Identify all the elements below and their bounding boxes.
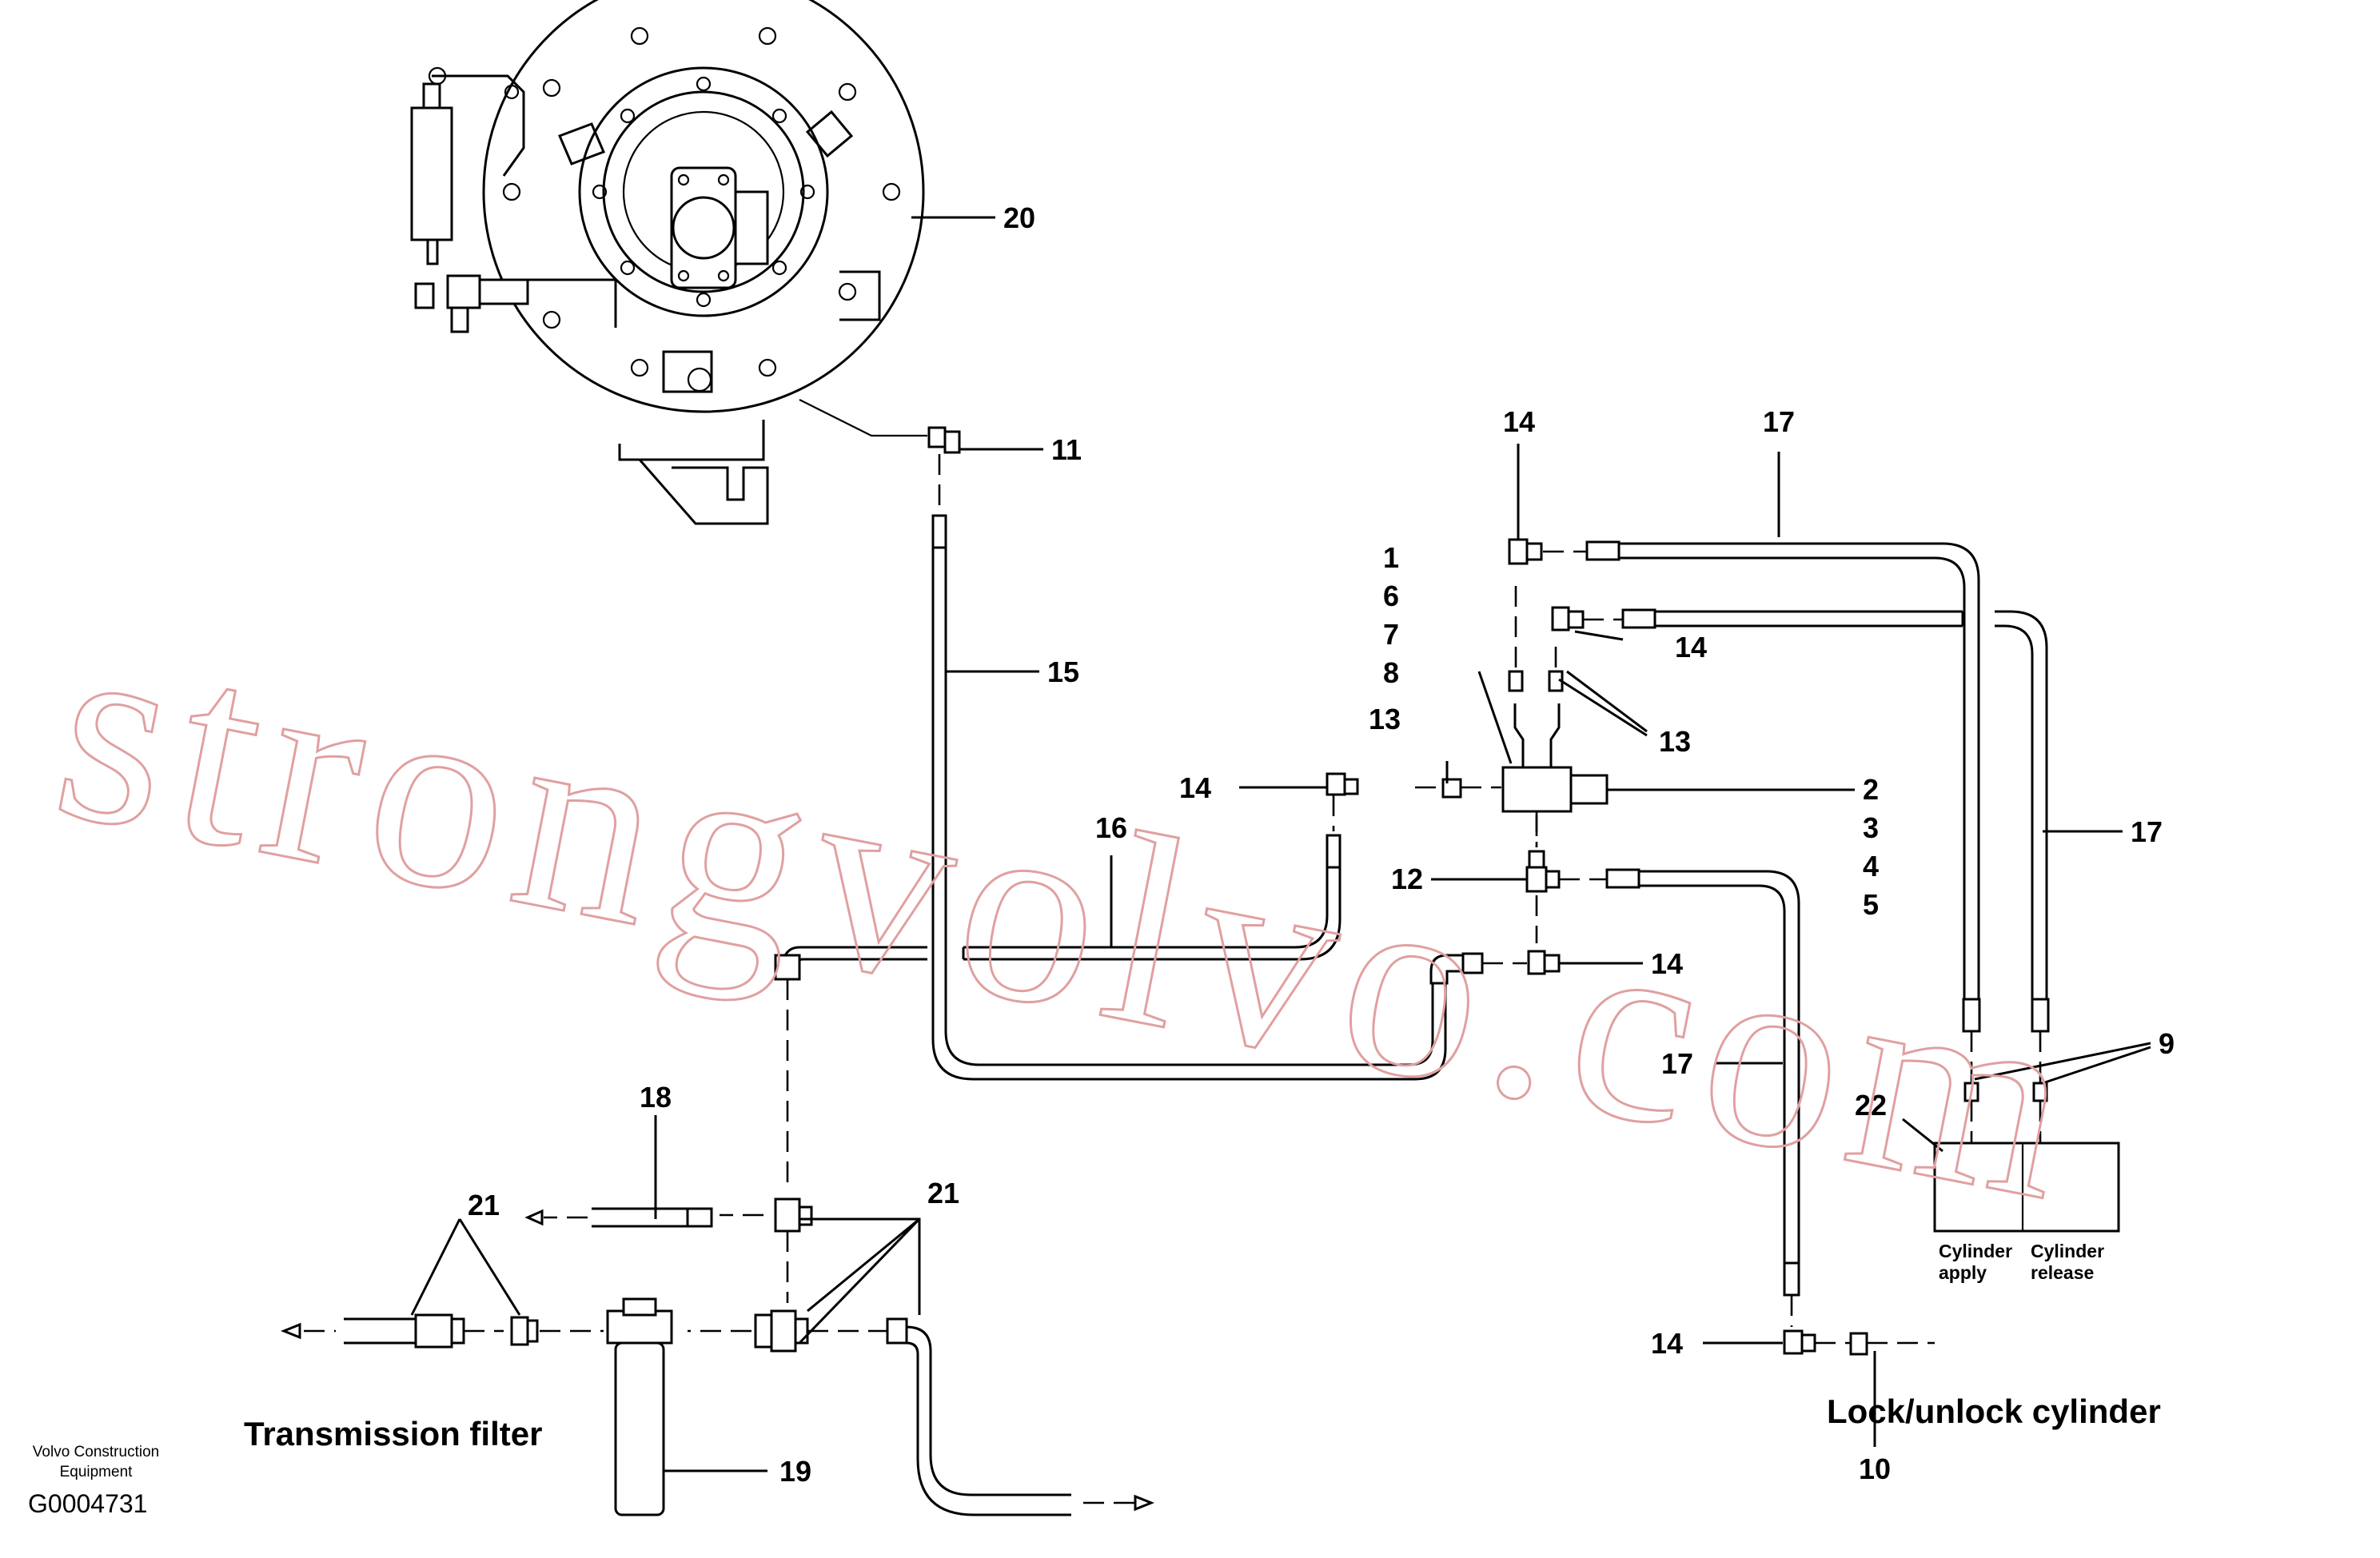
callout-3: 3 [1863,811,1879,844]
callout-11: 11 [1051,433,1082,466]
tee-fitting-12 [1525,866,1548,893]
callout-13-left: 13 [1369,703,1401,735]
callout-14-bottom: 14 [1651,1327,1683,1360]
valve-block [1501,766,1573,813]
cylinder-apply-label-2: apply [1939,1262,1987,1283]
company-name-line2: Equipment [60,1464,134,1480]
callout-10: 10 [1859,1452,1891,1485]
callout-numbers: 20 11 15 14 17 1 6 7 8 14 13 13 2 3 4 5 … [468,201,2175,1488]
callout-4: 4 [1863,850,1879,883]
callout-7: 7 [1383,618,1399,651]
lock-unlock-cylinder [1933,1142,2120,1233]
lock-unlock-cylinder-caption: Lock/unlock cylinder [1827,1393,2161,1430]
callout-14-top: 14 [1503,405,1535,438]
callout-14-mid: 14 [1675,631,1707,663]
callout-17-lower: 17 [1661,1047,1693,1080]
callout-16: 16 [1095,811,1127,844]
callout-6: 6 [1383,580,1399,612]
callout-14-left: 14 [1179,771,1211,804]
fitting-11 [927,426,947,448]
callout-19: 19 [779,1455,811,1488]
callout-18: 18 [640,1081,672,1114]
callout-17-top: 17 [1763,405,1795,438]
cylinder-release-label-1: Cylinder [2031,1241,2104,1261]
cylinder-apply-label-1: Cylinder [1939,1241,2012,1261]
callout-2: 2 [1863,773,1879,806]
fitting-13 [1441,778,1462,799]
callout-5: 5 [1863,888,1879,921]
callout-20: 20 [1003,201,1035,234]
callout-22: 22 [1855,1089,1887,1122]
cylinder-release-label-2: release [2031,1262,2094,1283]
callout-9: 9 [2159,1027,2175,1060]
callout-17-right: 17 [2131,815,2163,848]
fitting-10 [1849,1332,1868,1356]
callout-21-right: 21 [927,1177,959,1209]
callout-15: 15 [1047,655,1079,688]
leader-lines [410,216,2151,1472]
transmission-filter-caption: Transmission filter [244,1415,542,1452]
brake-housing-assembly [410,0,925,525]
callout-1: 1 [1383,541,1399,574]
piping [280,399,2120,1516]
callout-13-right: 13 [1659,725,1691,758]
callout-12: 12 [1391,863,1423,895]
callout-21-left: 21 [468,1189,500,1221]
company-name-line1: Volvo Construction [33,1444,159,1460]
transmission-filter [614,1341,665,1516]
callout-14-lower: 14 [1651,947,1683,980]
drawing-code: G0004731 [28,1489,147,1518]
callout-8: 8 [1383,656,1399,689]
